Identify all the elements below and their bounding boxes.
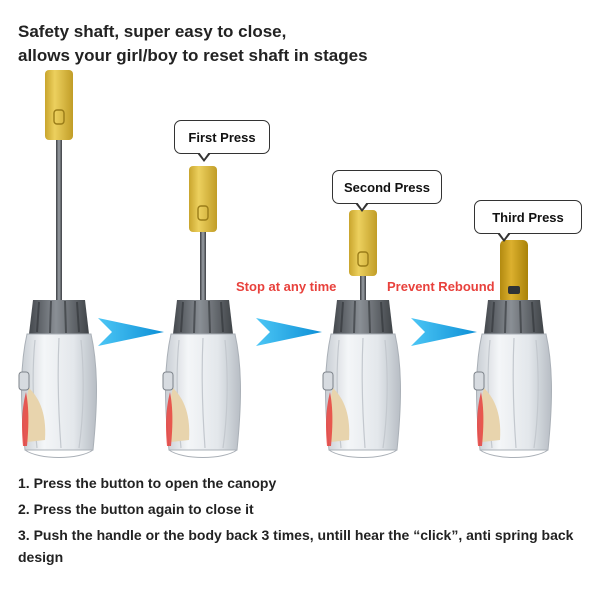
arrow-right-icon: [256, 318, 322, 346]
arrow-right-icon: [98, 318, 164, 346]
umbrella-stage-open: [18, 70, 98, 459]
step-2: 2. Press the button again to close it: [18, 501, 254, 517]
label-stop-any-time: Stop at any time: [236, 279, 337, 294]
umbrella-stage-first-press: [162, 166, 242, 459]
callout-second-press: Second Press: [332, 170, 442, 212]
label-prevent-rebound: Prevent Rebound: [387, 279, 495, 294]
callout-second-press-text: Second Press: [344, 179, 430, 195]
headline: Safety shaft, super easy to close, allow…: [18, 20, 588, 68]
step-3: 3. Push the handle or the body back 3 ti…: [18, 527, 574, 565]
headline-line-2: allows your girl/boy to reset shaft in s…: [18, 46, 368, 65]
headline-line-1: Safety shaft, super easy to close,: [18, 22, 287, 41]
callout-third-press: Third Press: [474, 200, 582, 242]
callout-first-press: First Press: [174, 120, 270, 162]
shaft: [56, 136, 62, 304]
callout-third-press-text: Third Press: [492, 209, 564, 225]
callout-first-press-text: First Press: [188, 129, 256, 145]
arrow-right-icon: [411, 318, 477, 346]
handle: [45, 70, 73, 140]
umbrella-stage-second-press: [322, 210, 402, 459]
umbrella-illustration: [18, 70, 553, 459]
umbrella-stage-third-press: [473, 240, 553, 459]
step-1: 1. Press the button to open the canopy: [18, 475, 277, 491]
instruction-steps: 1. Press the button to open the canopy 2…: [18, 472, 588, 572]
